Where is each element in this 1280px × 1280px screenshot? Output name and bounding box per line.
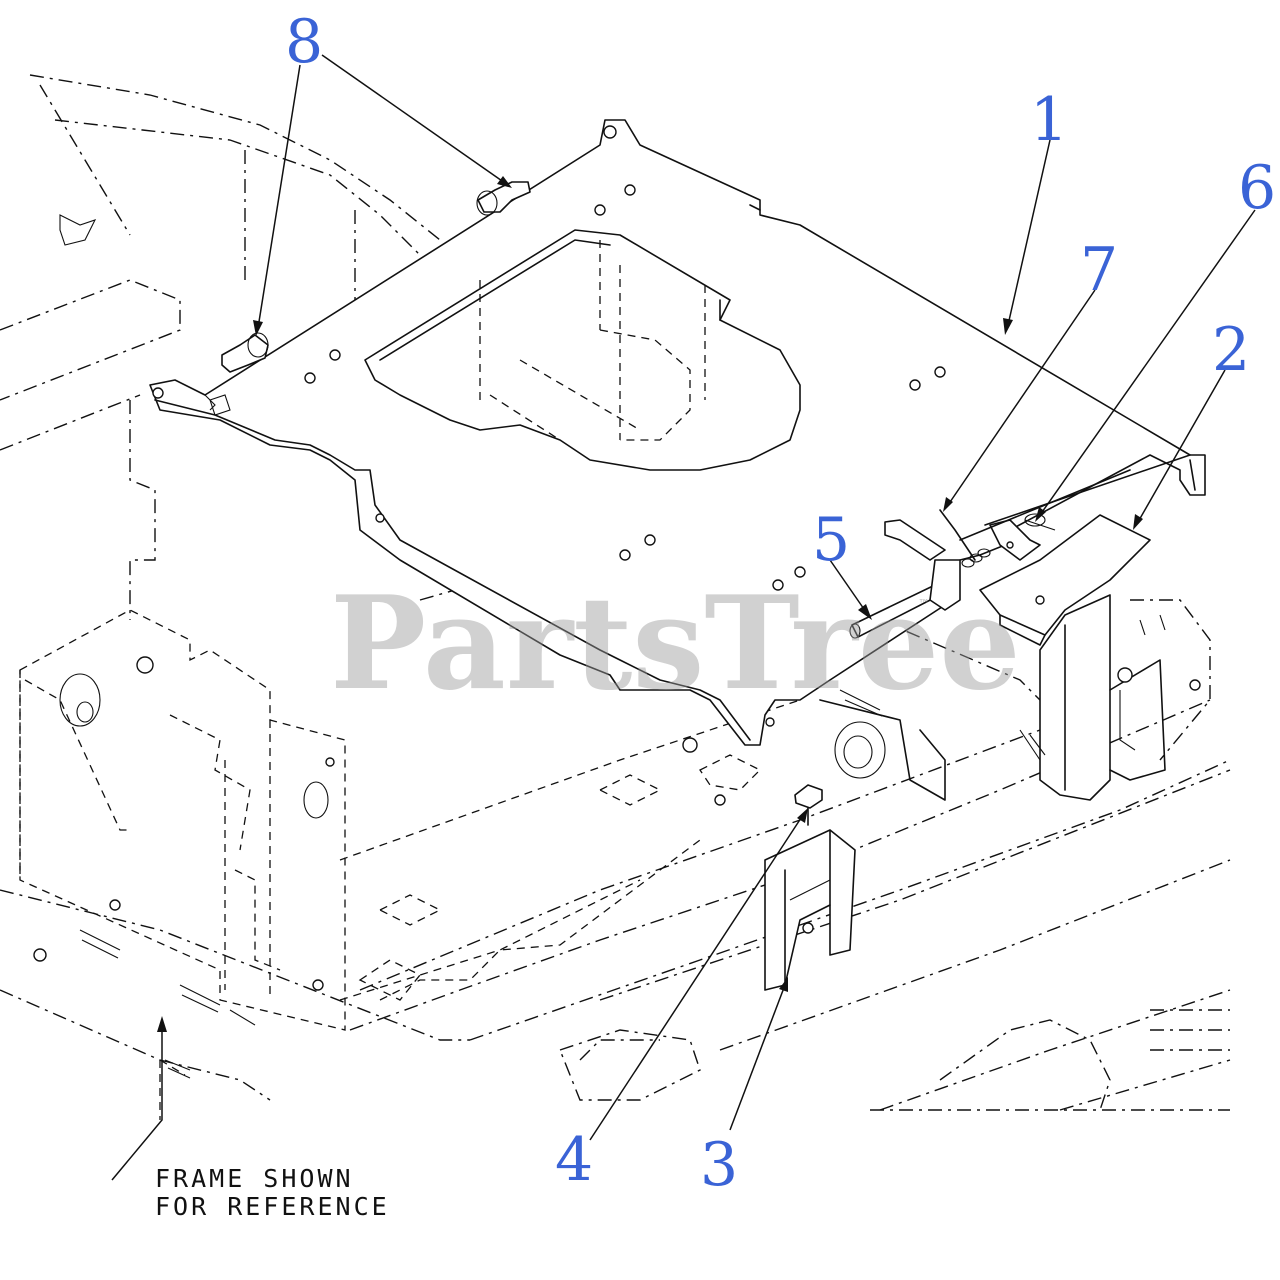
leader-lines [111,54,1256,1181]
callout-labels: 1 2 3 4 5 6 7 8 [285,7,1276,1200]
callout-2: 2 [1212,315,1250,385]
callout-6: 6 [1238,153,1276,223]
left-hardware [59,214,231,416]
watermark-tm: ™ [918,597,930,611]
callout-5: 5 [812,505,850,575]
note-line-1: FRAME SHOWN [155,1164,354,1193]
callout-4: 4 [555,1125,593,1195]
reference-frame [0,74,1231,1111]
hex-bolt [794,784,823,826]
callout-7: 7 [1080,235,1118,305]
callout-1: 1 [1030,85,1068,155]
note-line-2: FOR REFERENCE [155,1192,390,1221]
frame-tower [19,609,346,1120]
watermark-text: PartsTree [330,569,1021,719]
reference-note: FRAME SHOWN FOR REFERENCE [155,1164,390,1221]
latch-bracket [849,454,1201,801]
callout-8: 8 [285,7,323,77]
callout-3: 3 [700,1130,738,1200]
lower-bracket-assembly [358,689,946,1001]
shoulder-bolts [221,181,531,373]
stop-bracket [764,829,856,991]
